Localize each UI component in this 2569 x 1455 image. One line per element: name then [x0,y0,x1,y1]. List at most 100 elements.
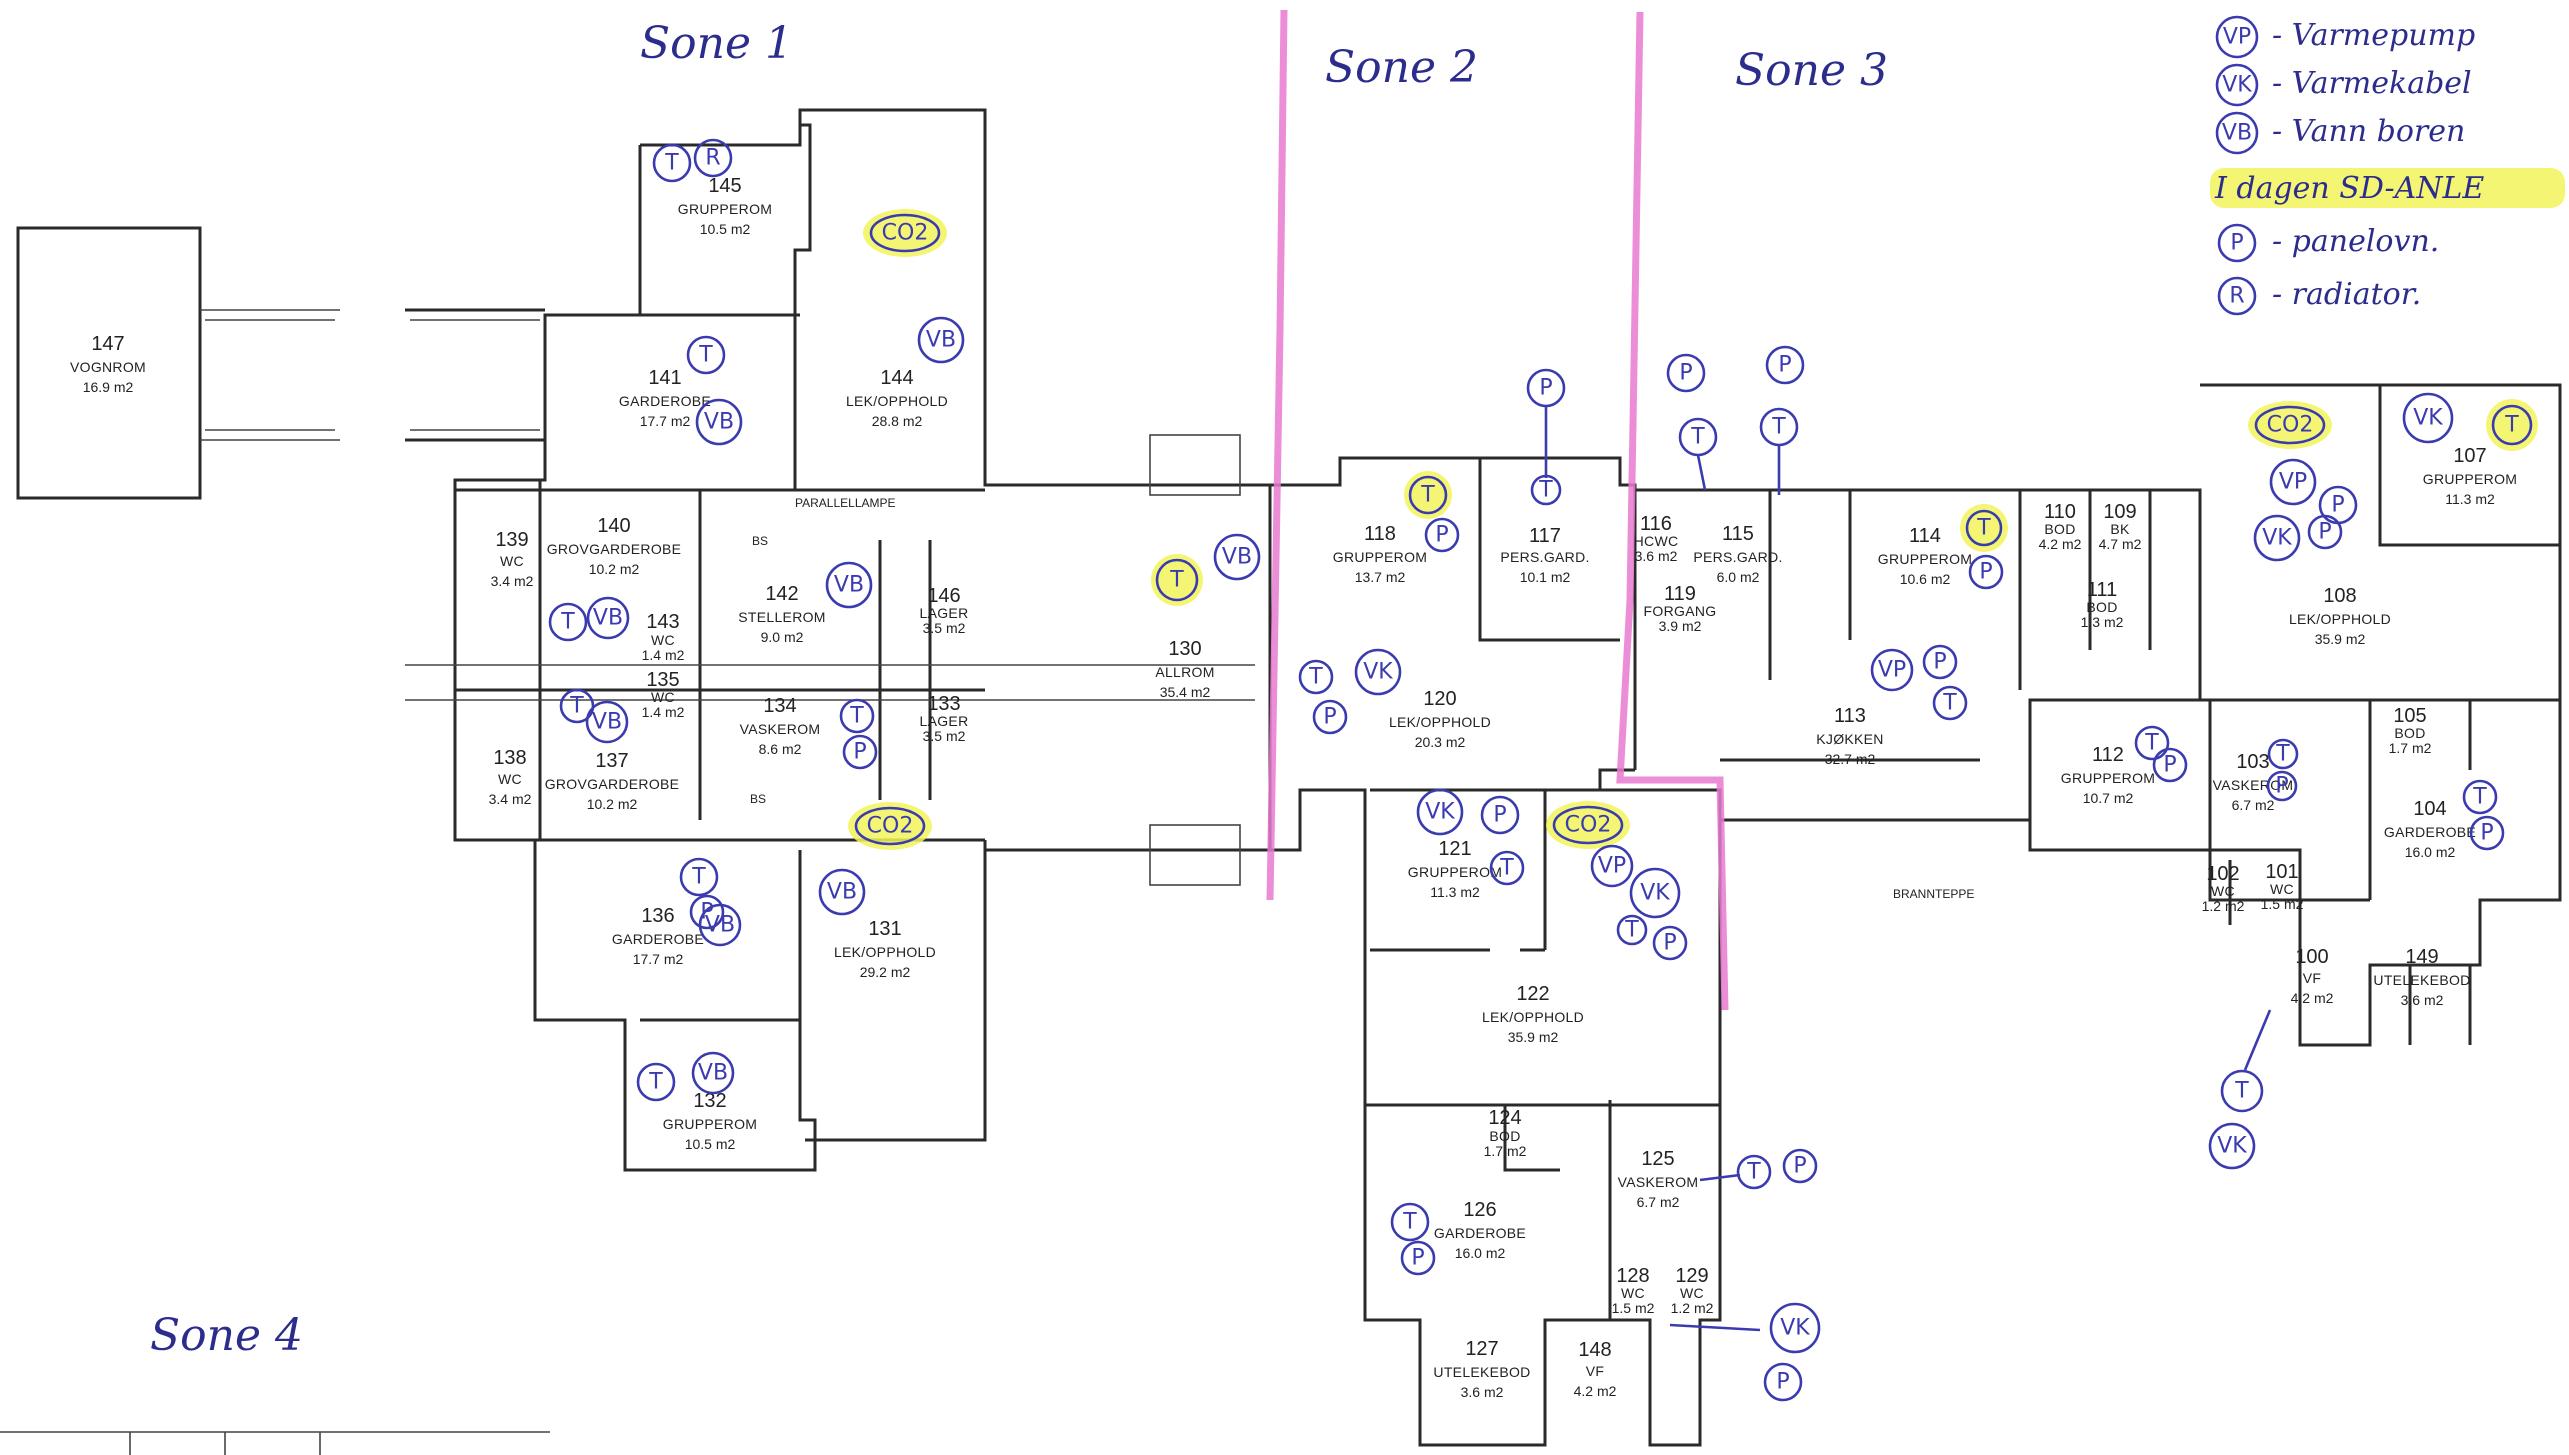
p-symbol: P [1968,554,2004,590]
vb-symbol: VB [917,316,965,364]
svg-text:11.3 m2: 11.3 m2 [1430,884,1480,900]
svg-text:VB: VB [827,880,857,905]
p-symbol: P [1763,1362,1803,1402]
bs-label-1: BS [752,534,768,548]
svg-text:T: T [698,343,713,368]
svg-text:110: 110 [2044,501,2076,523]
svg-text:VASKEROM: VASKEROM [2213,777,2294,793]
svg-text:VB: VB [704,410,734,435]
svg-text:11.3 m2: 11.3 m2 [2445,491,2495,507]
legend-r-symbol [2217,276,2257,316]
svg-text:VK: VK [1640,881,1670,906]
t-symbol: T [1298,659,1334,695]
p-symbol: P [2469,815,2505,851]
svg-text:VK: VK [2413,406,2443,431]
svg-text:10.5 m2: 10.5 m2 [685,1136,736,1152]
svg-text:T: T [1746,1160,1761,1185]
legend-highlight [2210,168,2565,208]
svg-text:P: P [2331,493,2344,518]
svg-text:WC: WC [498,771,522,787]
svg-text:FORGANG: FORGANG [1644,603,1717,619]
svg-text:3.6 m2: 3.6 m2 [2401,992,2444,1008]
svg-text:T: T [1624,918,1639,943]
svg-text:4.2 m2: 4.2 m2 [2291,990,2334,1006]
svg-text:T: T [560,610,575,635]
svg-text:P: P [1793,1154,1806,1179]
svg-text:P: P [1933,650,1946,675]
svg-text:10.7 m2: 10.7 m2 [2083,790,2134,806]
svg-text:10.1 m2: 10.1 m2 [1520,569,1571,585]
svg-text:10.2 m2: 10.2 m2 [589,561,640,577]
svg-text:16.9 m2: 16.9 m2 [83,379,134,395]
svg-text:T: T [1538,478,1553,503]
legend-dagens-text: I dagen SD-ANLE [2214,171,2484,206]
svg-text:139: 139 [495,529,528,551]
svg-text:GRUPPEROM: GRUPPEROM [678,201,773,217]
svg-text:20.3 m2: 20.3 m2 [1415,734,1466,750]
svg-text:103: 103 [2236,751,2269,773]
svg-text:29.2 m2: 29.2 m2 [860,964,911,980]
svg-text:T: T [1308,665,1323,690]
svg-text:WC: WC [2211,883,2235,899]
svg-text:10.5 m2: 10.5 m2 [700,221,751,237]
svg-text:LEK/OPPHOLD: LEK/OPPHOLD [834,944,936,960]
svg-text:GARDEROBE: GARDEROBE [2384,824,2476,840]
t-symbol: T [1616,914,1648,946]
t-symbol: T [1759,407,1799,447]
svg-text:T: T [1402,1210,1417,1235]
svg-text:LAGER: LAGER [920,605,969,621]
r-symbol: R [693,138,733,178]
svg-text:130: 130 [1168,638,1201,660]
pointer-line [1696,454,1707,491]
svg-text:P: P [2163,753,2176,778]
svg-text:T: T [849,704,864,729]
p-symbol: P [1312,699,1348,735]
t-symbol: T [1390,1202,1430,1242]
svg-text:STELLEROM: STELLEROM [738,609,826,625]
svg-text:LEK/OPPHOLD: LEK/OPPHOLD [1482,1009,1584,1025]
p-symbol: P [1652,925,1688,961]
vb-symbol: VB [698,903,742,947]
svg-text:3.6 m2: 3.6 m2 [1461,1384,1504,1400]
svg-text:147: 147 [91,333,124,355]
svg-text:LEK/OPPHOLD: LEK/OPPHOLD [2289,611,2391,627]
svg-text:LAGER: LAGER [920,713,969,729]
svg-text:WC: WC [651,632,675,648]
svg-text:16.0 m2: 16.0 m2 [1455,1245,1506,1261]
svg-text:P: P [1323,705,1336,730]
svg-text:P: P [1679,361,1692,386]
svg-text:9.0 m2: 9.0 m2 [761,629,804,645]
svg-text:113: 113 [1834,705,1866,727]
svg-text:117: 117 [1529,525,1561,547]
svg-text:P: P [1411,1246,1424,1271]
svg-text:UTELEKEBOD: UTELEKEBOD [2373,972,2470,988]
vb-symbol: VB [1213,533,1261,581]
svg-text:VK: VK [1425,800,1455,825]
svg-text:6.7 m2: 6.7 m2 [2232,797,2275,813]
svg-text:VK: VK [2217,1134,2247,1159]
svg-text:142: 142 [765,583,798,605]
legend-p-symbol [2217,223,2257,263]
svg-text:145: 145 [708,175,741,197]
svg-text:P: P [1778,353,1791,378]
svg-text:146: 146 [927,585,960,607]
svg-text:100: 100 [2295,946,2328,968]
svg-text:149: 149 [2405,946,2438,968]
svg-text:121: 121 [1438,838,1471,860]
svg-text:127: 127 [1465,1338,1498,1360]
vk-symbol: VK [2253,514,2301,562]
svg-text:1.5 m2: 1.5 m2 [1612,1300,1655,1316]
svg-text:VB: VB [1222,545,1252,570]
svg-text:148: 148 [1578,1339,1611,1361]
svg-text:CO2: CO2 [2267,413,2314,438]
svg-text:3.5 m2: 3.5 m2 [923,620,966,636]
